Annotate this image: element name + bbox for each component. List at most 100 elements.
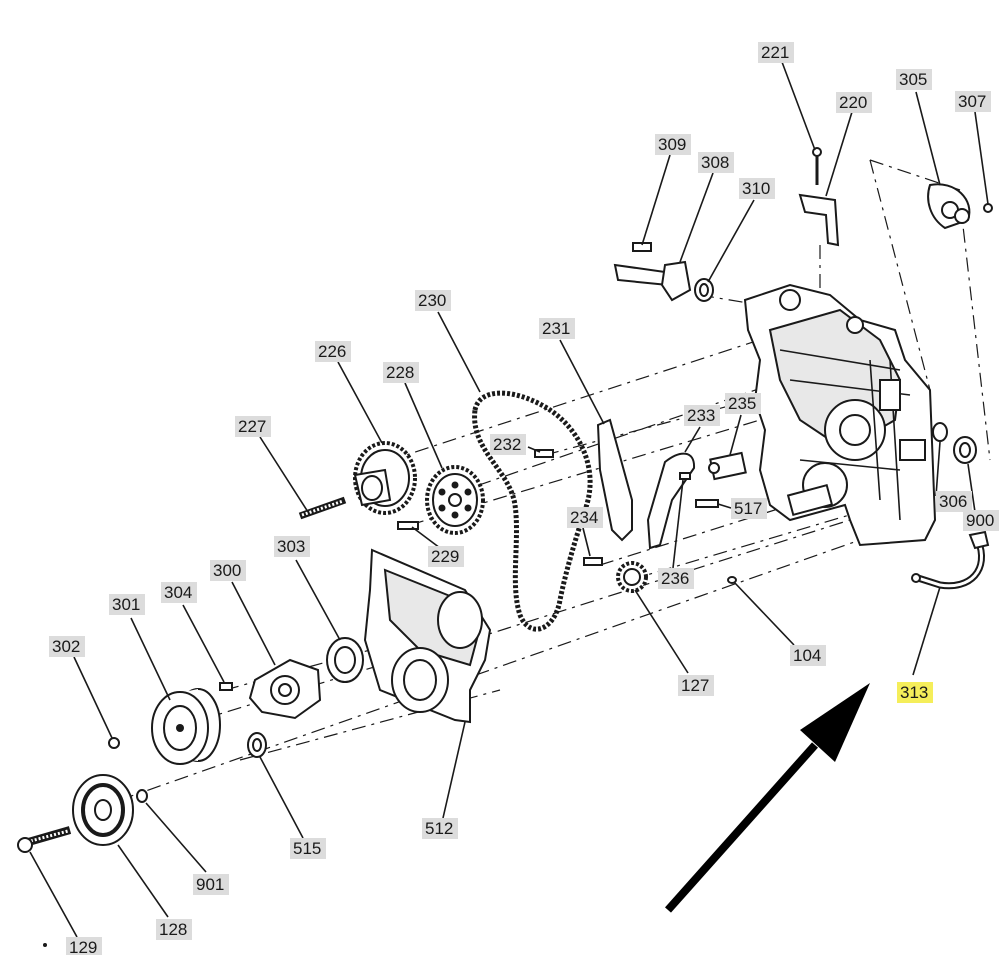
label-bg <box>725 393 761 414</box>
label-229: 229 <box>431 547 459 566</box>
pipe-308 <box>613 260 692 302</box>
sprocket-127 <box>616 561 648 593</box>
label-234: 234 <box>570 508 598 527</box>
label-231: 231 <box>542 319 570 338</box>
balancer-128 <box>72 774 134 846</box>
label-901: 901 <box>196 875 224 894</box>
label-bg <box>936 491 972 512</box>
label-308: 308 <box>701 153 729 172</box>
label-bg <box>161 582 197 603</box>
label-bg <box>567 507 603 528</box>
label-bg <box>896 69 932 90</box>
label-bg <box>678 675 714 696</box>
label-bg <box>539 318 575 339</box>
label-236: 236 <box>661 569 689 588</box>
label-bg <box>790 645 826 666</box>
bolt-129 <box>17 826 72 853</box>
part-labels: 221 220 305 307 309 308 310 230 231 226 … <box>49 42 999 955</box>
label-512: 512 <box>425 819 453 838</box>
stray-mark <box>43 943 47 947</box>
tensioner-235 <box>708 451 747 481</box>
label-bg <box>698 152 734 173</box>
leader-lines <box>29 61 989 938</box>
label-bg <box>658 568 694 589</box>
sprocket-226 <box>353 441 417 515</box>
label-232: 232 <box>493 435 521 454</box>
label-bg <box>156 919 192 940</box>
label-bg <box>490 434 526 455</box>
label-306: 306 <box>939 492 967 511</box>
timing-chain-230 <box>472 390 593 632</box>
arrow-icon <box>665 683 870 913</box>
label-305: 305 <box>899 70 927 89</box>
label-127: 127 <box>681 676 709 695</box>
bolt-221 <box>812 147 822 185</box>
bolt-307 <box>983 203 993 213</box>
label-bg <box>193 874 229 895</box>
label-304: 304 <box>164 583 192 602</box>
label-bg <box>655 134 691 155</box>
label-bg <box>955 91 991 112</box>
label-515: 515 <box>293 839 321 858</box>
label-bg <box>739 178 775 199</box>
label-bg <box>290 838 326 859</box>
label-310: 310 <box>742 179 770 198</box>
bolt-229 <box>397 521 419 530</box>
label-bg <box>684 405 720 426</box>
label-bg <box>109 594 145 615</box>
seal-305 <box>927 183 971 230</box>
label-bg <box>274 536 310 557</box>
engine-block <box>743 283 937 547</box>
bolt-517 <box>695 499 719 508</box>
gasket-303 <box>326 637 364 683</box>
label-228: 228 <box>386 363 414 382</box>
label-bg <box>49 636 85 657</box>
bolt-232 <box>534 449 554 458</box>
label-226: 226 <box>318 342 346 361</box>
label-bg <box>428 546 464 567</box>
label-227: 227 <box>238 417 266 436</box>
bolt-234 <box>583 557 603 566</box>
seal-515 <box>247 732 267 758</box>
label-bg <box>963 510 999 531</box>
label-bg <box>383 362 419 383</box>
label-129: 129 <box>69 938 97 955</box>
label-bg <box>758 42 794 63</box>
label-235: 235 <box>728 394 756 413</box>
label-302: 302 <box>52 637 80 656</box>
label-517: 517 <box>734 499 762 518</box>
hose-313 <box>911 530 990 590</box>
water-pump-300 <box>248 658 322 720</box>
label-900: 900 <box>966 511 994 530</box>
bracket-220 <box>798 193 840 247</box>
pulley-301 <box>151 688 221 765</box>
label-bg <box>415 290 451 311</box>
label-220: 220 <box>839 93 867 112</box>
label-303: 303 <box>277 537 305 556</box>
bolt-304 <box>219 682 233 691</box>
label-bg <box>422 818 458 839</box>
sensor-900 <box>953 436 977 464</box>
pin-104 <box>727 576 737 584</box>
label-309: 309 <box>658 135 686 154</box>
label-bg <box>210 560 246 581</box>
gasket-310 <box>694 278 714 302</box>
dowel-236 <box>679 472 691 480</box>
front-cover-512 <box>363 548 492 724</box>
label-313: 313 <box>900 683 928 702</box>
label-bg <box>315 341 351 362</box>
label-bg <box>836 92 872 113</box>
label-bg <box>731 498 767 519</box>
sprocket-228 <box>425 465 485 535</box>
label-104: 104 <box>793 646 821 665</box>
guide-231 <box>596 418 633 542</box>
label-bg <box>66 937 102 955</box>
label-230: 230 <box>418 291 446 310</box>
tensioner-233 <box>646 452 696 550</box>
bolt-227 <box>298 496 347 520</box>
label-300: 300 <box>213 561 241 580</box>
label-128: 128 <box>159 920 187 939</box>
label-bg-highlight <box>897 682 933 703</box>
